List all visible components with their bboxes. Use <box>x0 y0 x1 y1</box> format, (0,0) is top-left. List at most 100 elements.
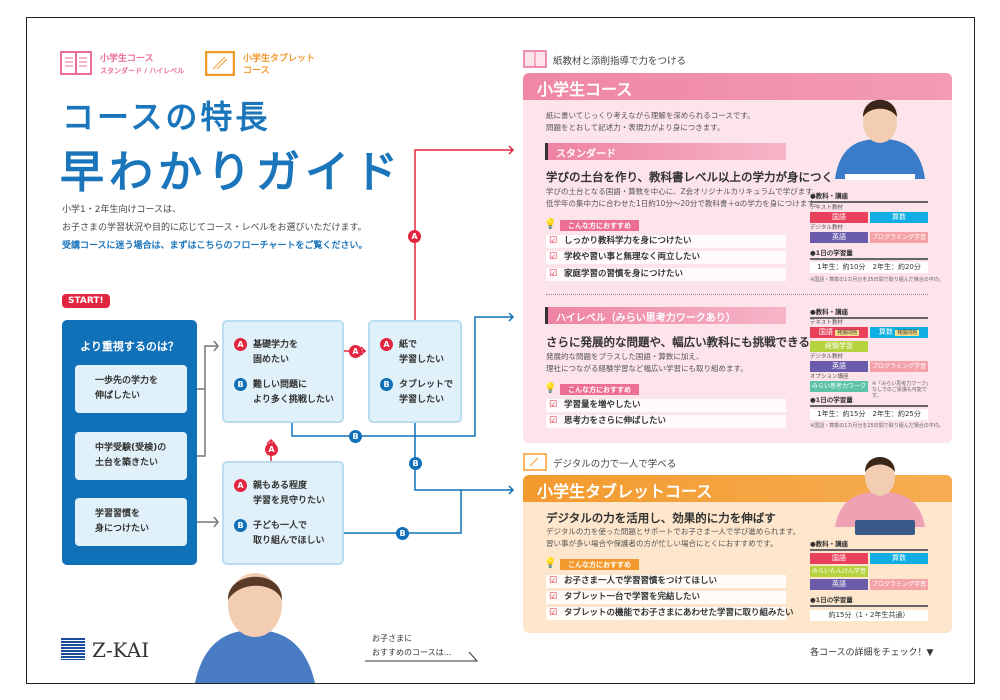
check-details-link[interactable]: 各コースの詳細をチェック！▼ <box>810 648 934 658</box>
tablet-icon <box>205 51 235 76</box>
tablet-icon <box>523 453 547 471</box>
question-title: より重視するのは？ <box>80 340 179 353</box>
course1-label: 小学生コーススタンダード / ハイレベル <box>100 54 185 75</box>
option-label: オプション講座 <box>810 374 849 380</box>
pointer-line <box>365 651 479 662</box>
subject-programming: プログラミング学習 <box>870 579 928 590</box>
badge-b: B <box>409 457 422 470</box>
subject-programming: プログラミング学習 <box>870 232 928 243</box>
digital-material-label: デジタル教材 <box>810 225 843 231</box>
subject-math: 算数 <box>870 212 928 223</box>
page-title: コースの特長 <box>62 98 271 136</box>
option-exam[interactable]: 中学受験(受検)の土台を築きたい <box>75 432 187 480</box>
option-habit[interactable]: 学習習慣を身につけたい <box>75 498 187 546</box>
start-badge: START! <box>62 294 110 308</box>
check-item: 学校や習い事と無理なく両立したい <box>546 251 786 264</box>
paper-label: 紙教材と添削指導で力をつける <box>553 56 687 67</box>
option-advance[interactable]: 一歩先の学力を伸ばしたい <box>75 365 187 413</box>
standard-desc: 学びの土台となる国語・算数を中心に、Z会オリジナルカリキュラムで学びます。低学年… <box>546 187 822 208</box>
badge-a: A <box>234 338 247 351</box>
subject-experience: 経験学習 <box>810 341 868 352</box>
subject-english: 英語 <box>810 361 868 372</box>
paper-course-title: 小学生コース <box>523 73 952 100</box>
lightbulb-icon: 💡 <box>544 383 557 394</box>
check-item: しっかり教科学力を身につけたい <box>546 235 786 248</box>
option-note: ※「みらい思考力ワーク」なしでのご受講も可能です。 <box>872 381 929 399</box>
question-panel: より重視するのは？ 一歩先の学力を伸ばしたい 中学受験(受検)の土台を築きたい … <box>62 320 197 565</box>
badge-b: B <box>380 378 393 391</box>
subject-japanese: 国語 <box>810 553 868 564</box>
standard-bar: スタンダード <box>545 143 786 160</box>
time-label: ●1日の学習量 <box>810 596 928 607</box>
check-item: お子さま一人で学習習慣をつけてほしい <box>546 575 786 588</box>
badge-a: A <box>349 345 362 358</box>
check-item: 学習量を増やしたい <box>546 399 786 412</box>
study-time: 約15分（1・2年生共通） <box>810 610 928 621</box>
recommend-tag: こんな方におすすめ <box>560 220 639 231</box>
subject-japanese: 国語 <box>810 212 868 223</box>
girl-photo <box>195 573 315 683</box>
subjects-label: ●教科・講座 <box>810 540 928 551</box>
paper-desc: 紙に書いてじっくり考えながら理解を深められるコースです。問題をとおして記述力・表… <box>546 111 755 132</box>
page-subtitle: 早わかりガイド <box>60 147 403 198</box>
book-icon <box>523 50 547 68</box>
standard-headline: 学びの土台を作り、教科書レベル以上の学力が身につく <box>546 170 834 184</box>
page-frame <box>26 17 975 684</box>
highlevel-headline: さらに発展的な問題や、幅広い教科にも挑戦できる <box>546 335 810 349</box>
boy-photo <box>835 99 925 180</box>
advanced-badge: 発展問題 <box>895 330 920 336</box>
recommend-tag: こんな方におすすめ <box>560 559 639 570</box>
subject-programming: プログラミング学習 <box>870 361 928 372</box>
time-note: ※国語・算数の1カ月分を25日間で取り組んだ場合の平均。 <box>810 277 944 283</box>
badge-b: B <box>349 430 362 443</box>
recommend-tag: こんな方におすすめ <box>560 384 639 395</box>
subject-thinking-work: みらい思考力ワーク <box>810 381 868 392</box>
tablet-label: デジタルの力で一人で学べる <box>553 459 677 470</box>
subjects-label: ●教科・講座 <box>810 192 928 203</box>
time-label: ●1日の学習量 <box>810 249 928 260</box>
subject-math: 算数 <box>870 553 928 564</box>
intro: 小学1・2年生向けコースは、お子さまの学習状況や目的に応じてコース・レベルをお選… <box>62 205 368 251</box>
book-icon <box>60 51 92 75</box>
time-label: ●1日の学習量 <box>810 396 928 407</box>
subject-english: 英語 <box>810 579 868 590</box>
badge-b: B <box>234 378 247 391</box>
zkai-logo: Z-KAI <box>92 638 150 662</box>
lightbulb-icon: 💡 <box>544 558 557 569</box>
subject-math: 算数 発展問題 <box>870 327 928 338</box>
subjects-label: ●教科・講座 <box>810 308 928 319</box>
text-material-label: テキスト教材 <box>810 320 843 326</box>
tablet-desc: デジタルの力を使った問題とサポートでお子さま一人で学び進められます。習い事が多い… <box>546 527 801 548</box>
girl-tablet-photo <box>835 457 925 535</box>
badge-a: A <box>380 338 393 351</box>
check-item: タブレットの機能でお子さまにあわせた学習に取り組みたい <box>546 607 794 620</box>
check-item: 思考力をさらに伸ばしたい <box>546 415 786 428</box>
study-time: 1年生：約15分 2年生：約25分 <box>810 409 928 420</box>
badge-a: A <box>265 443 278 456</box>
subject-english: 英語 <box>810 232 868 243</box>
course2-label: 小学生タブレットコース <box>243 54 316 76</box>
badge-a: A <box>234 479 247 492</box>
check-item: タブレット一台で学習を完結したい <box>546 591 786 604</box>
text-material-label: テキスト教材 <box>810 205 843 211</box>
badge-b: B <box>234 519 247 532</box>
lightbulb-icon: 💡 <box>544 219 557 230</box>
recommend-note: お子さまにおすすめのコースは… <box>372 634 452 657</box>
subject-japanese: 国語 発展問題 <box>810 327 868 338</box>
badge-b: B <box>396 527 409 540</box>
digital-material-label: デジタル教材 <box>810 354 843 360</box>
highlevel-bar: ハイレベル（みらい思考力ワークあり） <box>545 307 786 324</box>
time-note: ※国語・算数の1カ月分を25日間で取り組んだ場合の平均。 <box>810 423 944 429</box>
study-time: 1年生：約10分 2年生：約20分 <box>810 262 928 273</box>
advanced-badge: 発展問題 <box>835 330 860 336</box>
badge-a: A <box>408 230 421 243</box>
divider <box>546 294 928 295</box>
tablet-headline: デジタルの力を活用し、効果的に力を伸ばす <box>546 511 776 525</box>
highlevel-desc: 発展的な問題をプラスした国語・算数に加え、理社につながる経験学習など幅広い学習に… <box>546 352 748 373</box>
zkai-logo-icon <box>61 638 85 660</box>
check-item: 家庭学習の習慣を身につけたい <box>546 268 786 281</box>
subject-exploration: みらいたんけん学習 <box>810 566 868 577</box>
